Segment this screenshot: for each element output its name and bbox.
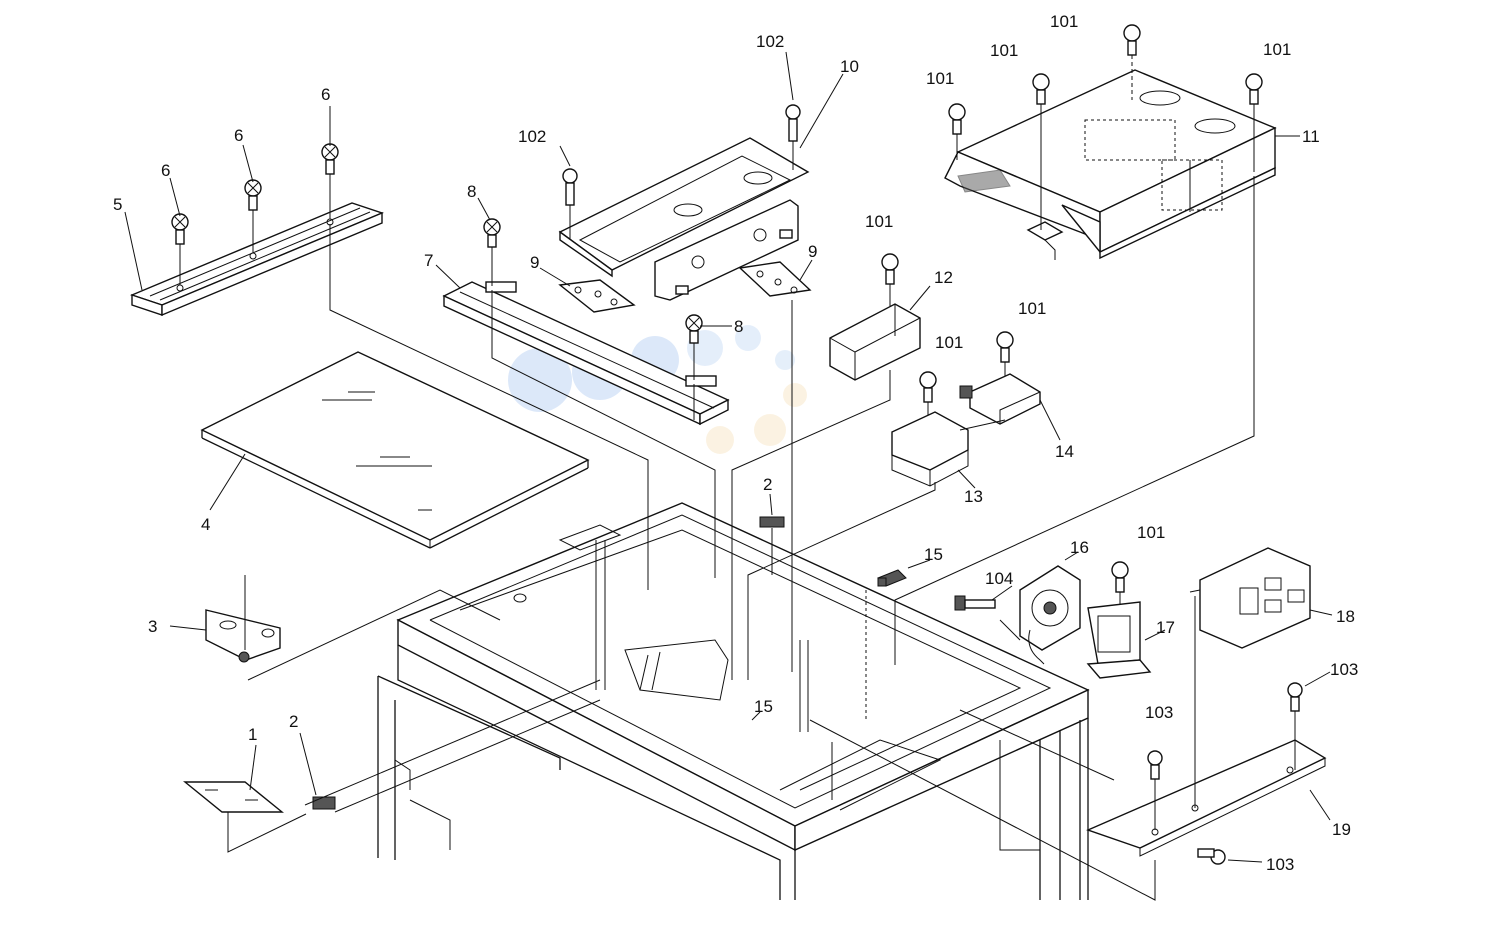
callout-4: 4 — [201, 515, 210, 534]
screw-icon — [483, 218, 501, 286]
callout-103: 103 — [1330, 660, 1358, 679]
screw-icon — [1287, 682, 1303, 770]
screw-icon — [1123, 24, 1141, 100]
part-18-cover — [1189, 547, 1311, 649]
part-14-sensor — [959, 373, 1041, 425]
part-10-lens-block — [558, 137, 810, 301]
part-3-bracket — [205, 575, 281, 663]
callout-6: 6 — [234, 126, 243, 145]
callout-101: 101 — [1263, 40, 1291, 59]
part-104-screw — [954, 595, 996, 611]
part-9-plates — [558, 261, 812, 313]
part-16-fan — [1019, 565, 1081, 665]
part-6-screws — [171, 143, 339, 285]
part-1-label — [183, 781, 307, 853]
part-11-cover — [944, 69, 1277, 260]
callout-102: 102 — [518, 127, 546, 146]
callout-15: 15 — [924, 545, 943, 564]
callout-101: 101 — [1018, 299, 1046, 318]
callout-101: 101 — [990, 41, 1018, 60]
part-19-tray — [1086, 739, 1327, 857]
callout-102: 102 — [756, 32, 784, 51]
callout-7: 7 — [424, 251, 433, 270]
screw-icon — [1147, 750, 1163, 830]
callout-9: 9 — [530, 253, 539, 272]
callout-104: 104 — [985, 569, 1013, 588]
part-17-bracket — [1086, 601, 1152, 679]
part-5-rail — [130, 202, 384, 317]
vent-pattern — [1084, 119, 1176, 161]
callout-6: 6 — [321, 85, 330, 104]
callout-18: 18 — [1336, 607, 1355, 626]
part-12-bracket — [829, 303, 921, 381]
screw-icon — [171, 213, 189, 285]
part-102-screws — [562, 104, 801, 240]
screw-icon — [321, 143, 339, 219]
callout-13: 13 — [964, 487, 983, 506]
callout-16: 16 — [1070, 538, 1089, 557]
callout-101: 101 — [1050, 12, 1078, 31]
screw-icon — [881, 253, 899, 344]
callout-6: 6 — [161, 161, 170, 180]
screw-icon — [948, 103, 966, 160]
callout-15: 15 — [754, 697, 773, 716]
callout-12: 12 — [934, 268, 953, 287]
screw-icon — [1245, 73, 1263, 172]
part-8-screws — [483, 218, 703, 380]
screw-icon — [244, 179, 262, 253]
callout-103: 103 — [1266, 855, 1294, 874]
callout-11: 11 — [1302, 127, 1320, 146]
callout-1: 1 — [248, 725, 257, 744]
screw-icon — [785, 104, 801, 170]
callout-8: 8 — [734, 317, 743, 336]
screw-icon — [1032, 73, 1050, 230]
callout-10: 10 — [840, 57, 859, 76]
callout-8: 8 — [467, 182, 476, 201]
callout-14: 14 — [1055, 442, 1074, 461]
main-frame — [377, 502, 1090, 900]
part-4-exposure-glass — [200, 351, 590, 549]
callout-2: 2 — [289, 712, 298, 731]
leader-lines — [124, 51, 1333, 863]
part-13-bracket — [891, 411, 969, 487]
callout-101: 101 — [1137, 523, 1165, 542]
callout-9: 9 — [808, 242, 817, 261]
callout-101: 101 — [865, 212, 893, 231]
assembly-lines — [247, 176, 1255, 901]
part-101-screws — [881, 24, 1263, 640]
callout-19: 19 — [1332, 820, 1351, 839]
part-7-rail — [442, 281, 730, 426]
screw-icon — [562, 168, 578, 240]
screw-icon — [1197, 848, 1226, 865]
part-2-spacer — [312, 516, 785, 810]
callout-labels: 1 2 2 3 4 5 6 6 6 7 8 8 9 9 10 11 12 13 … — [113, 12, 1358, 874]
screw-icon — [685, 314, 703, 380]
callout-17: 17 — [1156, 618, 1175, 637]
callout-103: 103 — [1145, 703, 1173, 722]
callout-5: 5 — [113, 195, 122, 214]
callout-2: 2 — [763, 475, 772, 494]
callout-3: 3 — [148, 617, 157, 636]
callout-101: 101 — [926, 69, 954, 88]
callout-101: 101 — [935, 333, 963, 352]
part-103-screws — [1147, 682, 1303, 865]
